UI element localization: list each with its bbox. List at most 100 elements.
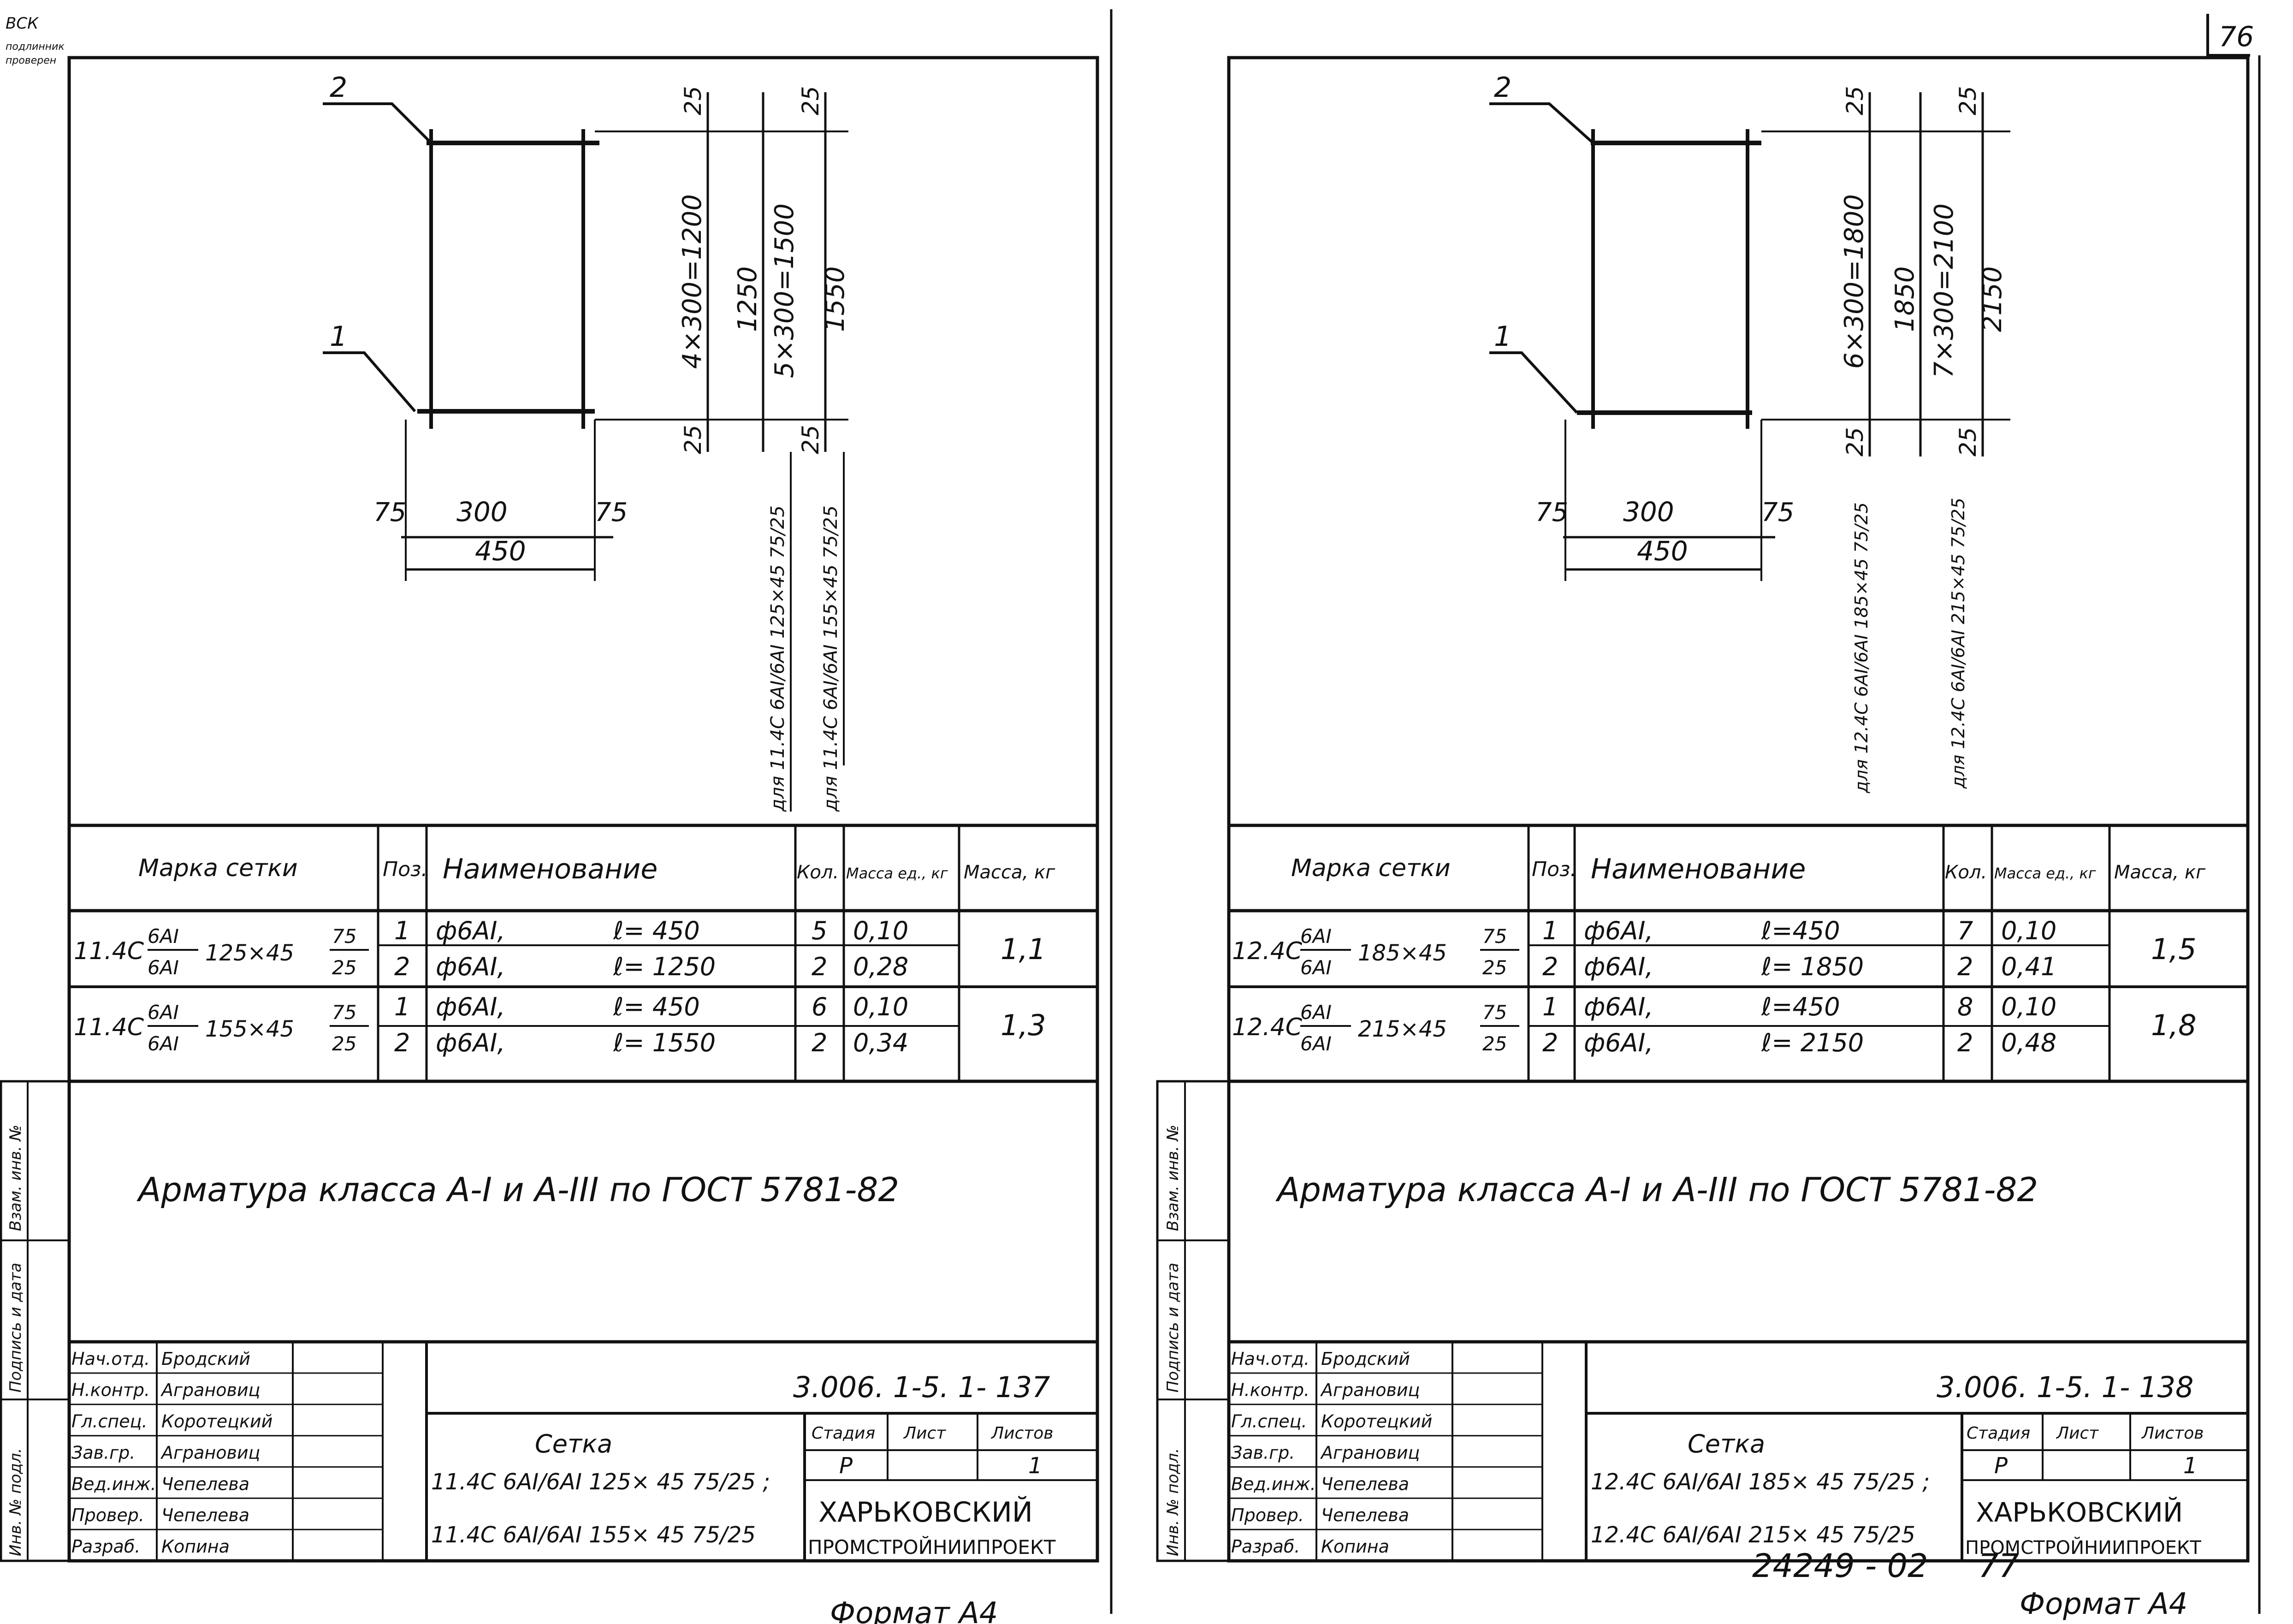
row-mark: 12.4С xyxy=(1232,1014,1303,1041)
left-dim-75-right: 75 xyxy=(595,498,628,528)
item-qty: 7 xyxy=(1957,916,1973,945)
stamp-person: Чепелева xyxy=(161,1505,249,1525)
right-stamp-title: Сетка xyxy=(1688,1429,1765,1458)
item-name: ф6АI, xyxy=(1584,952,1653,981)
item-length: ℓ= 1850 xyxy=(1761,952,1864,981)
page-number-box xyxy=(2206,14,2250,57)
left-stage-label: Стадия xyxy=(812,1424,875,1443)
item-unit-mass: 0,41 xyxy=(2001,952,2056,981)
item-qty: 8 xyxy=(1957,992,1973,1021)
left-dim-25-bot-b: 25 xyxy=(797,425,824,454)
item-unit-mass: 0,10 xyxy=(2001,992,2056,1021)
left-dim-25-bot-a: 25 xyxy=(680,425,706,454)
right-dim-25-bot-a: 25 xyxy=(1842,427,1868,456)
row-frac-bottom: 6АI xyxy=(1300,1032,1332,1055)
left-sheet: 2 1 75 300 75 450 25 25 25 25 4×300=1200 xyxy=(0,9,1113,1614)
item-pos: 1 xyxy=(394,992,410,1021)
right-stage-value: Р xyxy=(1994,1453,2008,1479)
footer-number: 24249 - 02 xyxy=(1752,1547,1928,1585)
item-pos: 2 xyxy=(394,1028,410,1057)
right-side-column xyxy=(1156,1080,1230,1562)
left-head-pos: Поз. xyxy=(383,858,427,881)
item-pos: 1 xyxy=(1542,992,1558,1021)
right-org-1: ХАРЬКОВСКИЙ xyxy=(1976,1496,2183,1528)
right-dim-total-b: 2150 xyxy=(1978,266,2008,332)
left-head-mark: Марка сетки xyxy=(138,854,298,882)
item-pos: 2 xyxy=(1542,952,1558,981)
stamp-role: Разраб. xyxy=(71,1536,140,1557)
stamp-role: Зав.гр. xyxy=(1231,1442,1295,1463)
stamp-person: Чепелева xyxy=(1321,1505,1409,1525)
left-note: Арматура класса А-I и А-III по ГОСТ 5781… xyxy=(136,1170,899,1209)
left-dim-note-a: для 11.4С 6АI/6АI 125×45 75/25 xyxy=(767,505,788,812)
left-stamp-code: 3.006. 1-5. 1- 137 xyxy=(793,1370,1050,1404)
row-total-mass: 1,3 xyxy=(1001,1008,1046,1042)
stamp-person: Аграновиц xyxy=(1320,1380,1420,1400)
footer-page: 77 xyxy=(1978,1547,2019,1585)
right-dim-total-a: 1850 xyxy=(1890,266,1920,332)
item-length: ℓ= 450 xyxy=(613,992,700,1021)
stamp-person: Копина xyxy=(1321,1536,1389,1557)
left-dim-25-top-a: 25 xyxy=(680,86,706,115)
stamp-role: Нач.отд. xyxy=(71,1349,150,1369)
left-leader-1 xyxy=(323,351,416,412)
right-signature-rows: Нач.отд.БродскийН.контр.АграновицГл.спец… xyxy=(1229,1349,1542,1557)
row-frac-bottom: 6АI xyxy=(1300,956,1332,979)
left-head-mass-unit: Масса ед., кг xyxy=(846,865,948,882)
row-total-mass: 1,8 xyxy=(2151,1008,2197,1042)
right-stamp-code: 3.006. 1-5. 1- 138 xyxy=(1937,1370,2193,1404)
right-dim-note-b: для 12.4С 6АI/6АI 215×45 75/25 xyxy=(1948,498,1968,789)
left-spec-table: Марка сетки Поз. Наименование Кол. Масса… xyxy=(69,824,1097,1083)
row-size: 155×45 xyxy=(205,1016,294,1042)
item-length: ℓ= 2150 xyxy=(1761,1028,1864,1057)
row-mark: 11.4С xyxy=(74,937,144,965)
right-org-2: ПРОМСТРОЙНИИПРОЕКТ xyxy=(1965,1536,2201,1559)
stamp-person: Чепелева xyxy=(1321,1474,1409,1494)
left-org-1: ХАРЬКОВСКИЙ xyxy=(818,1495,1033,1529)
left-org-2: ПРОМСТРОЙНИИПРОЕКТ xyxy=(808,1535,1056,1559)
left-leader-2 xyxy=(323,102,433,144)
right-spec-table: Марка сетки Поз. Наименование Кол. Масса… xyxy=(1229,824,2248,1083)
row-step-top: 75 xyxy=(332,1001,356,1024)
left-dim-note-b: для 11.4С 6АI/6АI 155×45 75/25 xyxy=(820,505,841,812)
left-sheets-label: Листов xyxy=(990,1424,1053,1443)
right-head-name: Наименование xyxy=(1591,853,1806,885)
row-step-bottom: 25 xyxy=(332,956,356,979)
stamp-role: Гл.спец. xyxy=(1231,1411,1307,1432)
left-stage-value: Р xyxy=(839,1453,853,1479)
right-leader-2 xyxy=(1489,102,1594,144)
item-name: ф6АI, xyxy=(1584,1028,1653,1057)
stamp-person: Бродский xyxy=(161,1349,250,1369)
item-name: ф6АI, xyxy=(436,992,505,1021)
item-unit-mass: 0,34 xyxy=(853,1028,908,1057)
stamp-person: Аграновиц xyxy=(1320,1442,1420,1463)
right-dim-75-right: 75 xyxy=(1761,498,1794,528)
right-side-label-1: Взам. инв. № xyxy=(1164,1125,1182,1231)
item-length: ℓ= 1250 xyxy=(613,952,716,981)
left-title-block: Нач.отд.БродскийН.контр.АграновицГл.спец… xyxy=(69,1340,1097,1561)
right-frame xyxy=(1227,56,2250,1563)
right-mesh-drawing: 2 1 75 300 75 450 25 25 25 25 6×300=1800… xyxy=(1489,71,2010,794)
right-title-block: Нач.отд.БродскийН.контр.АграновицГл.спец… xyxy=(1229,1340,2248,1561)
right-sheets-value: 1 xyxy=(2183,1453,2198,1479)
item-name: ф6АI, xyxy=(436,952,505,981)
stamp-role: Вед.инж. xyxy=(71,1474,156,1494)
right-dim-75-left: 75 xyxy=(1535,498,1568,528)
item-pos: 2 xyxy=(1542,1028,1558,1057)
item-qty: 5 xyxy=(812,916,827,945)
right-sheets-label: Листов xyxy=(2141,1424,2204,1443)
left-side-label-3: Инв. № подл. xyxy=(6,1448,25,1556)
left-dim-300: 300 xyxy=(456,496,508,528)
left-stamp-title: Сетка xyxy=(535,1429,612,1458)
right-leader-1 xyxy=(1489,351,1578,414)
row-step-top: 75 xyxy=(332,925,356,948)
right-note: Арматура класса А-I и А-III по ГОСТ 5781… xyxy=(1275,1170,2038,1209)
stamp-person: Бродский xyxy=(1321,1349,1410,1369)
item-unit-mass: 0,10 xyxy=(853,992,908,1021)
right-dim-chain-a: 6×300=1800 xyxy=(1839,194,1869,369)
corner-stamp-line1: ВСК xyxy=(6,14,39,33)
left-leader-2-label: 2 xyxy=(330,71,347,104)
stamp-role: Провер. xyxy=(1231,1505,1304,1525)
